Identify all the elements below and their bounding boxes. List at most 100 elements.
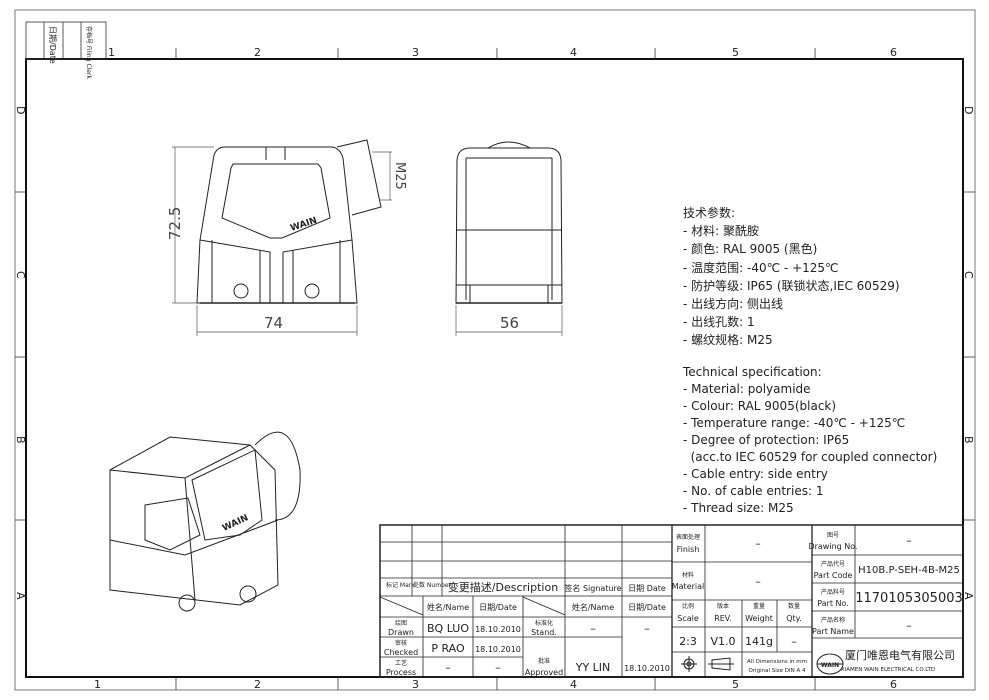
scale-value: 2:3 [679, 635, 697, 648]
outer-border [14, 9, 976, 691]
zone-top-3: 3 [412, 46, 419, 59]
zone-ticks [15, 48, 975, 690]
zone-left-C: C [14, 271, 27, 279]
process-cn: 工艺 [395, 659, 407, 667]
zone-right-B: B [962, 436, 975, 444]
weight-cn: 重量 [753, 602, 765, 610]
dim-width: 74 [264, 314, 283, 332]
zone-top-4: 4 [570, 46, 577, 59]
spec-en-title: Technical specification: [682, 365, 822, 379]
dim-thread: M25 [392, 162, 407, 190]
wain-logo-icon: WAIN [816, 653, 844, 675]
part-no-label: Part No. [817, 599, 849, 608]
original-size-note: Original Size DIN A 4 [748, 668, 806, 674]
zone-left-B: B [14, 436, 27, 444]
spec-cn-line: - 温度范围: -40℃ - +125℃ [683, 260, 838, 275]
isometric-view [109, 431, 301, 612]
stamp-date-label: 日期/Date [48, 26, 57, 64]
qty-label: Qty. [786, 614, 802, 623]
zone-top-6: 6 [890, 46, 897, 59]
approved-date: 18.10.2010 [624, 664, 670, 673]
material-label: Material [672, 582, 705, 591]
drawing-no-label: Drawing No. [808, 542, 857, 551]
part-code-cn: 产品代号 [821, 560, 845, 568]
rev-cn: 版本 [717, 602, 729, 610]
dim-height: 72.5 [166, 207, 184, 240]
name-header: 姓名/Name [572, 602, 614, 612]
spec-cn-line: - 材料: 聚酰胺 [683, 224, 759, 238]
part-no-value: 1170105305003 [855, 591, 963, 606]
zone-left-D: D [14, 106, 27, 114]
spec-chinese: 技术参数: - 材料: 聚酰胺 - 颜色: RAL 9005 (黑色) - 温度… [683, 205, 900, 347]
zone-bottom-4: 4 [570, 678, 577, 691]
date-header: 日期/Date [628, 603, 666, 612]
drawn-name: BQ LUO [427, 622, 469, 635]
rev-value: V1.0 [710, 635, 735, 648]
spec-en-line: - Material: polyamide [683, 382, 811, 396]
company-name-cn: 厦门唯恩电气有限公司 [845, 648, 955, 662]
spec-en-line: - Thread size: M25 [683, 501, 794, 515]
logo-text: WAIN [821, 662, 839, 669]
side-dimensions [455, 305, 563, 336]
spec-cn-line: - 防护等级: IP65 (联锁状态,IEC 60529) [683, 278, 900, 293]
zone-top-5: 5 [732, 46, 739, 59]
signature-header: 签名 Signature [564, 583, 621, 593]
weight-value: 141g [745, 635, 773, 648]
drawn-label: Drawn [388, 628, 414, 637]
spec-cn-line: - 出线孔数: 1 [683, 314, 755, 329]
part-code-label: Part Code [814, 571, 853, 580]
zone-bottom-1: 1 [94, 678, 101, 691]
zone-right-C: C [962, 271, 975, 279]
material-cn: 材料 [682, 571, 694, 579]
qty-cn: 数量 [788, 602, 800, 610]
part-code-value: H10B.P-SEH-4B-M25 [858, 565, 960, 576]
drawing-no-cn: 图号 [827, 532, 839, 539]
approved-label: Approved [525, 668, 563, 677]
zone-right-A: A [962, 592, 975, 600]
spec-en-line: - Cable entry: side entry [683, 467, 828, 481]
front-brand-mark: WAIN [289, 216, 318, 234]
spec-cn-title: 技术参数: [683, 205, 735, 220]
part-name-value: – [906, 619, 912, 632]
process-name: – [445, 661, 451, 674]
stand-cn: 标准化 [535, 619, 553, 627]
drawing-no-value: – [906, 534, 912, 547]
process-date: – [495, 661, 501, 674]
dimensions-note: All Dimensions in mm [747, 659, 807, 665]
finish-cn: 表面处理 [676, 533, 700, 541]
front-view [196, 139, 382, 304]
spec-en-line: - No. of cable entries: 1 [683, 484, 823, 498]
process-label: Process [386, 668, 416, 677]
checked-cn: 审核 [395, 639, 407, 647]
scale-cn: 比例 [682, 602, 694, 610]
zone-bottom-5: 5 [732, 678, 739, 691]
stand-label: Stand. [531, 628, 557, 637]
stand-name: – [590, 622, 596, 635]
title-block-grid [379, 524, 964, 678]
zone-bottom-6: 6 [890, 678, 897, 691]
part-name-label: Part Name [812, 627, 854, 636]
approved-cn: 批准 [538, 657, 550, 665]
material-value: – [755, 575, 761, 588]
finish-label: Finish [677, 545, 700, 554]
spec-en-line: (acc.to IEC 60529 for coupled connector) [683, 450, 937, 464]
zone-top-2: 2 [254, 46, 261, 59]
company-name-en: XIAMEN WAIN ELECTRICAL CO.LTD [841, 667, 935, 673]
spec-english: Technical specification: - Material: pol… [682, 365, 937, 515]
date-header: 日期 Date [628, 584, 666, 593]
spec-en-line: - Colour: RAL 9005(black) [683, 399, 836, 413]
filing-stamp [25, 21, 107, 60]
date-header: 日期/Date [479, 603, 517, 612]
name-header: 姓名/Name [427, 602, 469, 612]
description-header: 变更描述/Description [448, 580, 558, 594]
checked-name: P RAO [431, 642, 465, 655]
zone-top-1: 1 [108, 46, 115, 59]
zone-right-D: D [962, 106, 975, 114]
mark-cn: 标记 Mark [386, 581, 415, 589]
zone-bottom-2: 2 [254, 678, 261, 691]
spec-cn-line: - 螺纹规格: M25 [683, 332, 773, 347]
dim-side-width: 56 [500, 314, 519, 332]
drawn-date: 18.10.2010 [475, 625, 521, 634]
finish-value: – [755, 537, 761, 550]
spec-en-line: - Temperature range: -40℃ - +125℃ [683, 416, 905, 430]
